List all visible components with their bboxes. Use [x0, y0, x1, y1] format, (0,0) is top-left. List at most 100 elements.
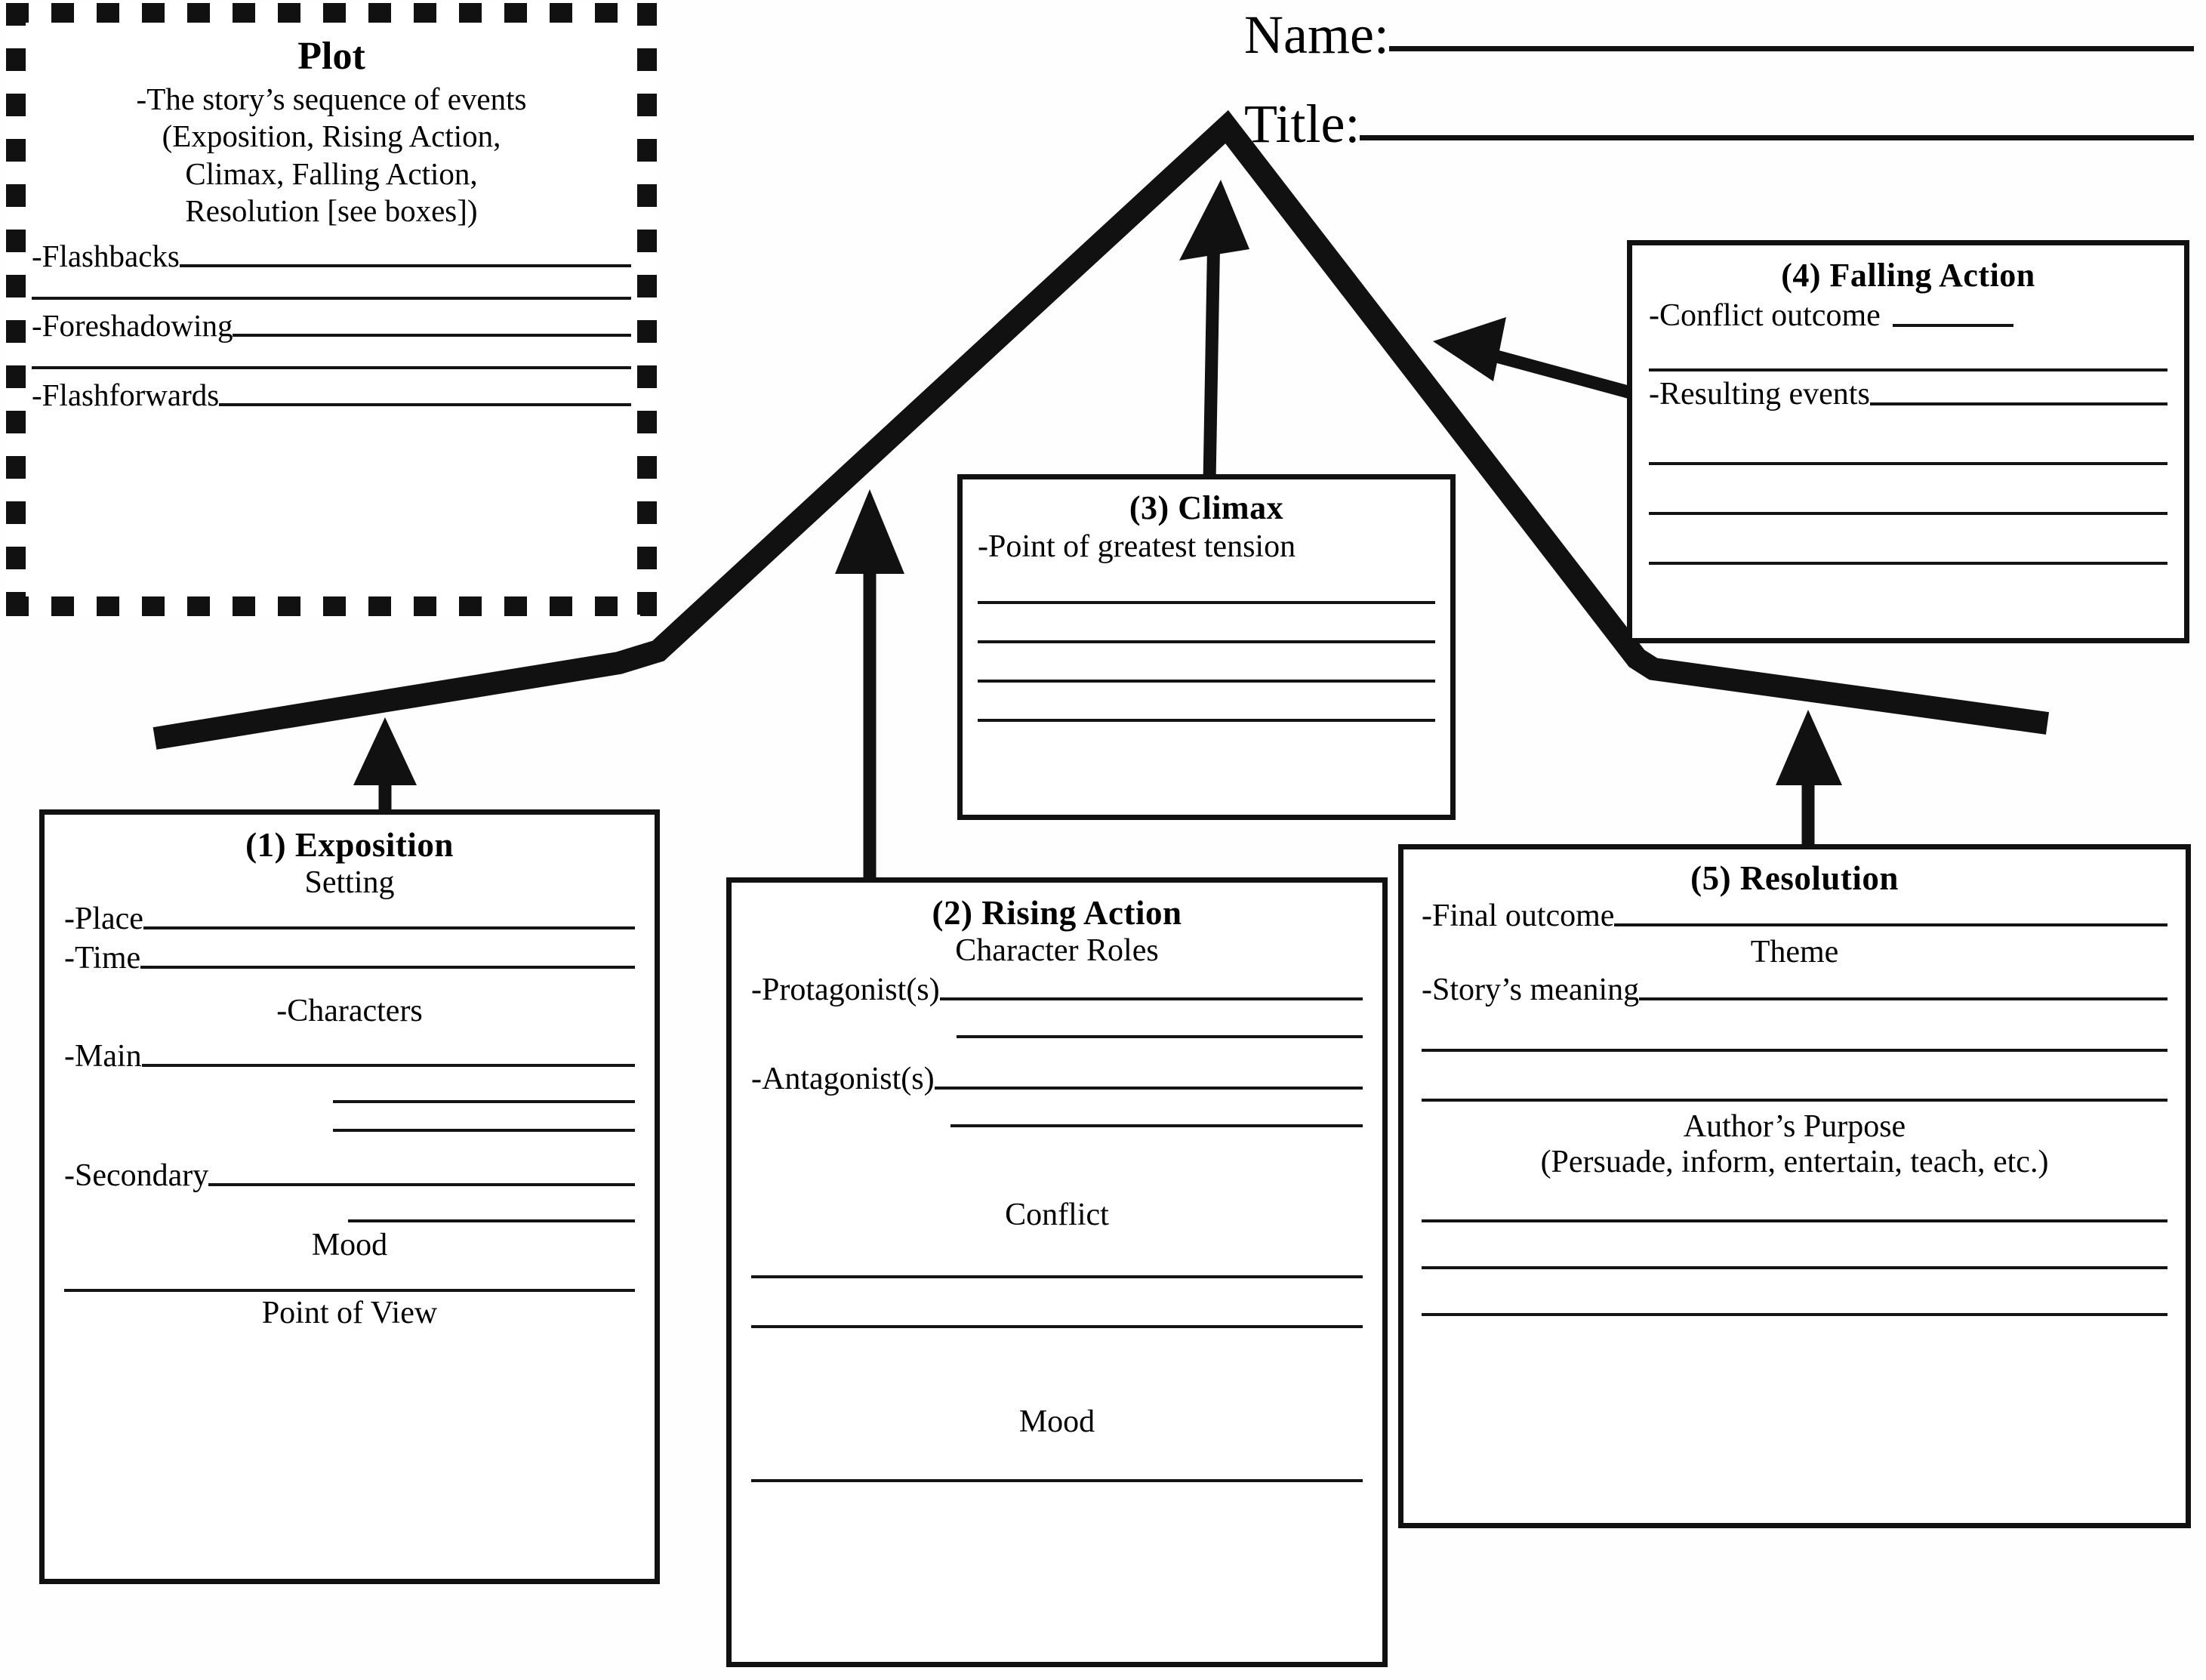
plot-field-flashbacks-rule-2[interactable] — [32, 297, 631, 301]
falling-action-conflict-outcome-rule[interactable] — [1892, 324, 2013, 327]
resolution-field-story-meaning: -Story’s meaning — [1422, 972, 2167, 1008]
title-input-rule[interactable] — [1360, 135, 2194, 140]
resolution-authors-purpose-note: (Persuade, inform, entertain, teach, etc… — [1540, 1145, 2049, 1180]
falling-action-field-conflict-outcome: -Conflict outcome — [1649, 297, 2167, 334]
plot-definition-line-2: (Exposition, Rising Action, — [162, 119, 501, 154]
rising-action-conflict-rule-2[interactable] — [751, 1325, 1363, 1328]
rising-action-field-antagonist: -Antagonist(s) — [751, 1061, 1363, 1097]
stage-box-climax: (3) Climax -Point of greatest tension — [957, 474, 1456, 820]
exposition-mood-rule[interactable] — [64, 1289, 635, 1292]
title-field: Title: — [1244, 97, 2194, 151]
exposition-time-label: -Time — [64, 941, 141, 976]
resolution-title: (5) Resolution — [1690, 859, 1899, 897]
exposition-field-place: -Place — [64, 901, 635, 937]
rising-action-title: (2) Rising Action — [932, 894, 1182, 932]
name-input-rule[interactable] — [1388, 46, 2194, 51]
plot-definition: -The story’s sequence of events (Exposit… — [32, 81, 631, 230]
plot-field-flashforwards-label: -Flashforwards — [32, 378, 220, 413]
rising-action-subhead-mood: Mood — [1018, 1404, 1095, 1439]
plot-field-foreshadowing: -Foreshadowing — [32, 307, 631, 344]
falling-action-rule-1[interactable] — [1649, 368, 2167, 371]
plot-legend-box: Plot -The story’s sequence of events (Ex… — [6, 3, 657, 616]
resolution-rule-5[interactable] — [1422, 1313, 2167, 1317]
rising-action-protagonist-rule-2[interactable] — [957, 1035, 1363, 1038]
exposition-subhead-characters: -Characters — [276, 994, 423, 1028]
exposition-secondary-label: -Secondary — [64, 1158, 209, 1193]
resolution-field-final-outcome: -Final outcome — [1422, 898, 2167, 934]
exposition-main-rule[interactable] — [141, 1064, 635, 1067]
falling-action-title: (4) Falling Action — [1781, 257, 2035, 294]
arrow-climax — [1179, 180, 1249, 482]
climax-title: (3) Climax — [1129, 489, 1284, 526]
resolution-story-meaning-label: -Story’s meaning — [1422, 973, 1640, 1007]
falling-action-resulting-events-label: -Resulting events — [1649, 377, 1870, 412]
resolution-rule-3[interactable] — [1422, 1219, 2167, 1223]
climax-bullet: -Point of greatest tension — [978, 529, 1296, 564]
stage-box-resolution: (5) Resolution -Final outcome Theme -Sto… — [1398, 844, 2191, 1528]
plot-field-flashbacks-label: -Flashbacks — [32, 239, 180, 274]
exposition-time-rule[interactable] — [140, 966, 635, 969]
resolution-final-outcome-rule[interactable] — [1614, 923, 2167, 926]
name-label: Name: — [1244, 5, 1389, 65]
exposition-main-rule-2[interactable] — [333, 1100, 635, 1103]
exposition-title: (1) Exposition — [245, 826, 454, 864]
plot-definition-line-4: Resolution [see boxes]) — [185, 193, 478, 229]
rising-action-subhead-conflict: Conflict — [1005, 1198, 1109, 1232]
plot-legend-title: Plot — [297, 35, 365, 78]
plot-field-flashforwards: -Flashforwards — [32, 377, 631, 413]
climax-rule-2[interactable] — [978, 640, 1435, 643]
rising-action-conflict-rule-1[interactable] — [751, 1275, 1363, 1278]
exposition-subhead-mood: Mood — [311, 1228, 388, 1262]
exposition-subhead-point-of-view: Point of View — [261, 1296, 438, 1330]
rising-action-antagonist-rule[interactable] — [934, 1087, 1363, 1090]
climax-rule-4[interactable] — [978, 719, 1435, 722]
falling-action-field-resulting-events: -Resulting events — [1649, 376, 2167, 412]
name-field: Name: — [1244, 8, 2194, 62]
rising-action-subhead-character-roles: Character Roles — [955, 933, 1159, 968]
rising-action-mood-rule[interactable] — [751, 1479, 1363, 1482]
falling-action-conflict-outcome-label: -Conflict outcome — [1649, 298, 1881, 333]
stage-box-exposition: (1) Exposition Setting -Place -Time -Cha… — [39, 809, 660, 1584]
falling-action-rule-4[interactable] — [1649, 562, 2167, 565]
plot-field-flashforwards-rule[interactable] — [219, 403, 631, 407]
exposition-place-label: -Place — [64, 902, 143, 936]
plot-field-flashbacks-rule[interactable] — [179, 264, 631, 268]
resolution-rule-1[interactable] — [1422, 1049, 2167, 1052]
rising-action-protagonist-rule[interactable] — [939, 997, 1363, 1000]
arrow-rising-action — [835, 489, 904, 877]
plot-field-foreshadowing-rule[interactable] — [233, 334, 631, 338]
exposition-main-rule-3[interactable] — [333, 1129, 635, 1132]
rising-action-protagonist-label: -Protagonist(s) — [751, 973, 940, 1007]
arrow-exposition — [353, 717, 417, 809]
exposition-secondary-rule[interactable] — [208, 1183, 635, 1186]
exposition-field-secondary: -Secondary — [64, 1158, 635, 1194]
resolution-subhead-theme: Theme — [1750, 935, 1839, 969]
plot-field-flashbacks: -Flashbacks — [32, 238, 631, 274]
stage-box-falling-action: (4) Falling Action -Conflict outcome -Re… — [1627, 240, 2189, 643]
exposition-main-label: -Main — [64, 1039, 142, 1074]
climax-rule-1[interactable] — [978, 601, 1435, 604]
arrow-falling-action — [1433, 317, 1633, 399]
exposition-subhead-setting: Setting — [304, 865, 395, 900]
plot-field-foreshadowing-rule-2[interactable] — [32, 366, 631, 370]
title-label: Title: — [1244, 94, 1360, 154]
rising-action-field-protagonist: -Protagonist(s) — [751, 972, 1363, 1008]
plot-field-foreshadowing-label: -Foreshadowing — [32, 308, 233, 344]
exposition-secondary-rule-2[interactable] — [348, 1219, 635, 1222]
stage-box-rising-action: (2) Rising Action Character Roles -Prota… — [726, 877, 1388, 1667]
exposition-place-rule[interactable] — [143, 926, 635, 929]
resolution-rule-4[interactable] — [1422, 1266, 2167, 1270]
exposition-field-time: -Time — [64, 940, 635, 976]
exposition-field-main: -Main — [64, 1038, 635, 1074]
plot-definition-line-3: Climax, Falling Action, — [185, 156, 478, 191]
climax-rule-3[interactable] — [978, 680, 1435, 683]
resolution-final-outcome-label: -Final outcome — [1422, 899, 1615, 933]
rising-action-antagonist-label: -Antagonist(s) — [751, 1062, 935, 1096]
plot-definition-line-1: -The story’s sequence of events — [136, 81, 527, 116]
resolution-rule-2[interactable] — [1422, 1099, 2167, 1102]
falling-action-resulting-events-rule[interactable] — [1869, 402, 2167, 405]
rising-action-antagonist-rule-2[interactable] — [950, 1124, 1363, 1127]
resolution-subhead-authors-purpose: Author’s Purpose — [1683, 1109, 1906, 1144]
resolution-story-meaning-rule[interactable] — [1639, 997, 2167, 1000]
